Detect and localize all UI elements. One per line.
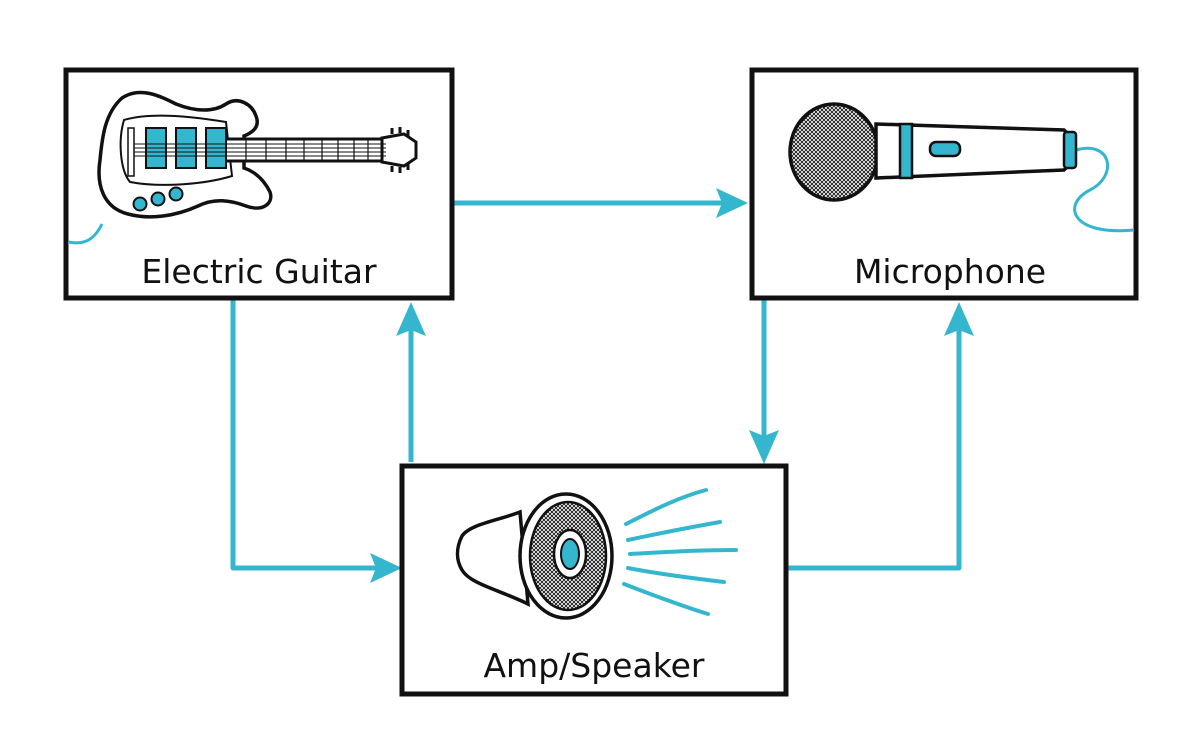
speaker-icon — [455, 488, 738, 620]
sound-waves-icon — [622, 488, 738, 616]
edge-amp-to-microphone — [788, 302, 974, 571]
connectors — [230, 188, 974, 583]
electric-guitar-icon — [67, 90, 418, 245]
edge-amp-to-guitar — [396, 302, 426, 462]
node-amp-speaker: Amp/Speaker — [399, 463, 789, 697]
edge-guitar-to-amp — [230, 300, 402, 583]
guitar-label: Electric Guitar — [141, 252, 377, 291]
edge-guitar-to-microphone — [454, 188, 748, 218]
node-microphone: Microphone — [749, 67, 1139, 301]
node-electric-guitar: Electric Guitar — [63, 67, 455, 301]
microphone-label: Microphone — [854, 252, 1046, 291]
edge-microphone-to-amp — [749, 300, 779, 464]
microphone-icon — [788, 102, 1135, 233]
amp-label: Amp/Speaker — [483, 646, 704, 685]
